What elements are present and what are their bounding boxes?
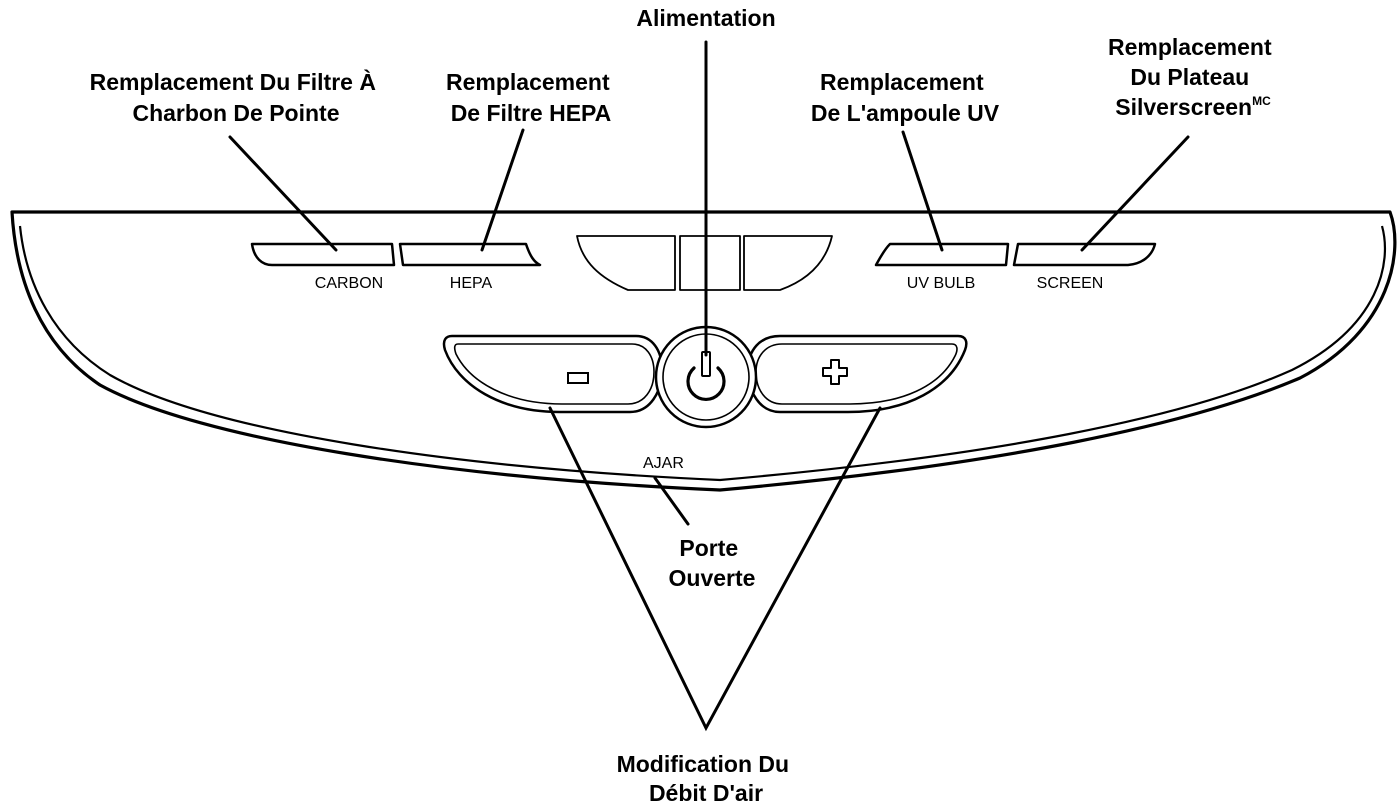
display-window: [576, 235, 833, 291]
hepa-indicator: [398, 242, 542, 267]
power-icon: [686, 351, 726, 401]
uv-bulb-label: UV BULB: [907, 275, 975, 292]
leader-screen: [1080, 135, 1190, 252]
carbon-label: CARBON: [315, 275, 383, 292]
callout-hepa: Remplacement De Filtre HEPA: [446, 69, 616, 126]
leader-airflow: [548, 406, 882, 732]
minus-icon: [567, 372, 589, 384]
plus-icon: [822, 359, 848, 385]
display-segment-left: [576, 235, 676, 291]
callout-uv: Remplacement De L'ampoule UV: [811, 69, 1000, 126]
screen-label: SCREEN: [1037, 275, 1104, 292]
carbon-indicator: [250, 242, 396, 267]
leader-ajar: [653, 476, 690, 526]
leader-hepa: [480, 128, 525, 252]
callout-door: Porte Ouverte: [669, 535, 756, 591]
screen-indicator: [1012, 242, 1157, 267]
callout-power: Alimentation: [636, 5, 775, 31]
display-segment-middle: [679, 235, 741, 291]
hepa-label: HEPA: [450, 275, 493, 292]
panel-body-inner-edge: [18, 225, 1387, 482]
callout-carbon: Remplacement Du Filtre À Charbon De Poin…: [90, 68, 383, 126]
ajar-label: AJAR: [643, 455, 684, 472]
leader-carbon: [228, 135, 338, 252]
callout-airflow: Modification Du Débit D'air: [617, 751, 796, 806]
leader-lines: [228, 40, 1190, 732]
callout-screen: Remplacement Du Plateau SilverscreenMC: [1108, 34, 1278, 120]
leader-uv: [901, 130, 944, 252]
display-segment-right: [743, 235, 833, 291]
uv-bulb-indicator: [874, 242, 1010, 267]
